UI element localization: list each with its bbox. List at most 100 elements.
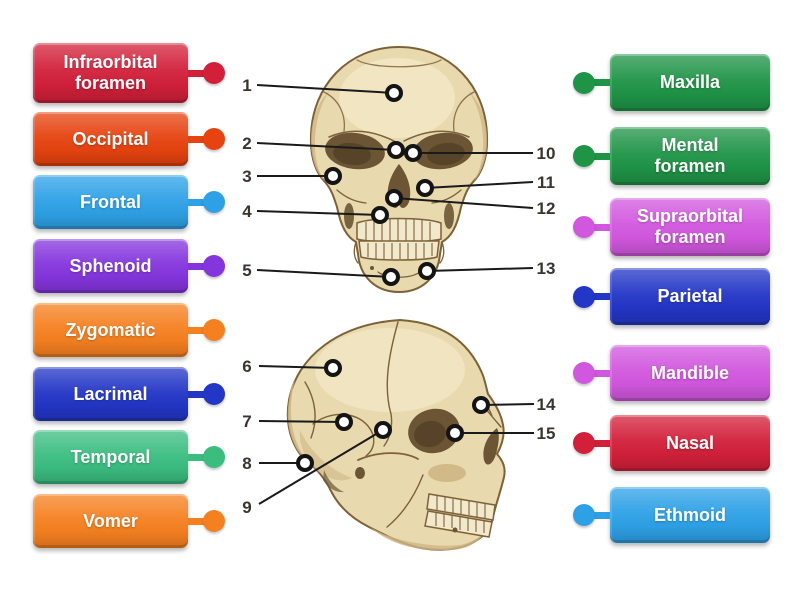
upper-teeth: [356, 217, 442, 243]
lower-teeth-side: [424, 510, 493, 538]
marker-number-10: 10: [537, 144, 556, 163]
point-10[interactable]: [404, 144, 422, 162]
point-3[interactable]: [324, 167, 342, 185]
eye-socket-inner: [414, 420, 446, 448]
marker-number-6: 6: [242, 357, 251, 376]
label-mandible[interactable]: Mandible: [573, 345, 770, 401]
label-mental-foramen[interactable]: Mental foramen: [573, 127, 770, 185]
pin-dot: [203, 383, 225, 405]
pointer-line: [256, 142, 397, 151]
pin-stub: [590, 79, 612, 86]
ramus-line: [386, 474, 424, 528]
pin-stub: [186, 69, 208, 77]
label-vomer[interactable]: Vomer: [33, 494, 225, 548]
mental-foramen-dot: [370, 266, 374, 270]
pointer-line: [424, 181, 534, 189]
left-shading: [310, 90, 330, 182]
pin-stub: [186, 390, 208, 398]
label-frontal[interactable]: Frontal: [33, 175, 225, 229]
jaw-line: [353, 241, 359, 264]
point-4[interactable]: [371, 206, 389, 224]
pin-dot: [203, 446, 225, 468]
pointer-line: [426, 267, 534, 272]
label-text: Nasal: [665, 432, 715, 453]
point-15[interactable]: [446, 424, 464, 442]
label-maxilla[interactable]: Maxilla: [573, 54, 770, 111]
pointer-line: [256, 84, 395, 94]
marker-number-13: 13: [537, 259, 556, 278]
label-nasal[interactable]: Nasal: [573, 415, 770, 471]
pointer-line: [258, 365, 334, 369]
pin-stub: [590, 511, 612, 519]
point-1[interactable]: [385, 84, 403, 102]
label-text: Occipital: [72, 128, 149, 149]
point-9[interactable]: [374, 421, 392, 439]
lambdoid-suture: [304, 381, 316, 439]
label-supraorbital-foramen[interactable]: Supraorbital foramen: [573, 198, 770, 256]
marker-group-15: 15: [446, 424, 555, 443]
pin-dot: [203, 255, 225, 277]
label-infraorbital-foramen[interactable]: Infraorbital foramen: [33, 43, 225, 103]
marker-number-4: 4: [242, 202, 252, 221]
label-parietal[interactable]: Parietal: [573, 268, 770, 325]
point-8[interactable]: [296, 454, 314, 472]
marker-number-8: 8: [242, 454, 251, 473]
label-lacrimal[interactable]: Lacrimal: [33, 367, 225, 421]
pin-stub: [186, 198, 208, 206]
point-7[interactable]: [335, 413, 353, 431]
label-text: Maxilla: [659, 72, 721, 93]
left-cheek-slot: [344, 203, 354, 229]
pin-dot: [573, 145, 595, 167]
pin-dot: [203, 319, 225, 341]
point-12[interactable]: [385, 189, 403, 207]
label-text: Infraorbital foramen: [63, 52, 158, 93]
pin-dot: [203, 510, 225, 532]
label-text: Frontal: [80, 191, 141, 212]
suture-line: [356, 59, 442, 68]
cranium-highlight: [315, 328, 465, 412]
pointer-line: [258, 420, 345, 423]
marker-group-5: 5: [242, 261, 400, 286]
label-ethmoid[interactable]: Ethmoid: [573, 487, 770, 543]
marker-number-7: 7: [242, 412, 251, 431]
ear-hole: [355, 467, 365, 479]
point-5[interactable]: [382, 268, 400, 286]
right-shading: [468, 90, 488, 182]
label-temporal[interactable]: Temporal: [33, 430, 225, 484]
label-text: Parietal: [657, 286, 723, 307]
label-text: Lacrimal: [73, 383, 148, 404]
label-text: Zygomatic: [65, 319, 156, 340]
point-2[interactable]: [387, 141, 405, 159]
point-11[interactable]: [416, 179, 434, 197]
point-6[interactable]: [324, 359, 342, 377]
pin-dot: [203, 62, 225, 84]
point-13[interactable]: [418, 262, 436, 280]
marker-number-3: 3: [242, 167, 251, 186]
label-occipital[interactable]: Occipital: [33, 112, 225, 166]
pointer-line: [256, 269, 392, 278]
temporal-shading: [299, 430, 352, 481]
marker-group-3: 3: [242, 167, 342, 186]
marker-group-8: 8: [242, 454, 314, 473]
label-text: Vomer: [83, 510, 138, 531]
label-sphenoid[interactable]: Sphenoid: [33, 239, 225, 293]
pin-dot: [573, 216, 595, 238]
marker-group-13: 13: [418, 259, 556, 280]
marker-group-6: 6: [242, 357, 342, 377]
label-zygomatic[interactable]: Zygomatic: [33, 303, 225, 357]
cheek-shadow: [428, 464, 466, 482]
teeth-separators: [365, 219, 433, 259]
side-skull-illustration: [286, 319, 506, 551]
pin-stub: [186, 453, 208, 461]
mastoid-wedge: [323, 470, 344, 493]
pin-stub: [590, 439, 612, 447]
marker-number-14: 14: [537, 395, 556, 414]
teeth-separators-side: [435, 496, 486, 533]
marker-group-9: 9: [242, 421, 392, 517]
marker-group-12: 12: [385, 189, 555, 218]
zygomatic-arch: [357, 452, 419, 461]
brow-line: [403, 130, 470, 142]
point-14[interactable]: [472, 396, 490, 414]
marker-group-2: 2: [242, 134, 405, 159]
